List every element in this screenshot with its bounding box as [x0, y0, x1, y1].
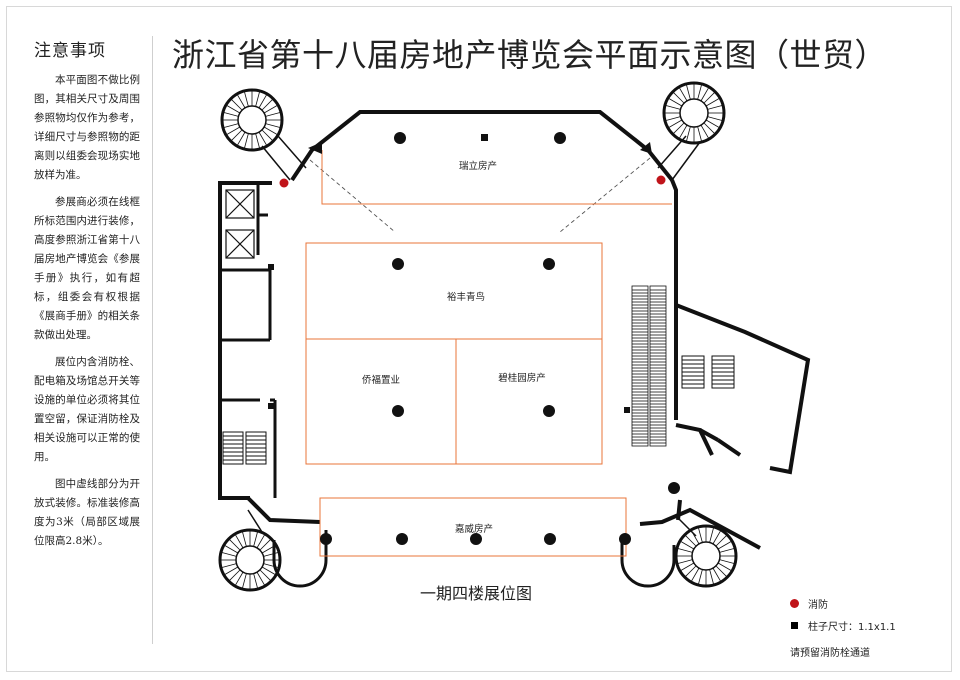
notes-paragraph-4: 图中虚线部分为开放式装修。标准装修高度为3米（局部区域展位限高2.8米）。: [34, 478, 140, 547]
notes-heading: 注意事项: [34, 41, 106, 61]
floor-label: 一期四楼展位图: [420, 584, 532, 603]
legend-note: 请预留消防栓通道: [790, 647, 870, 659]
notes-divider: [152, 36, 153, 644]
notes-paragraph-3: 展位内含消防栓、配电箱及场馆总开关等设施的单位必须将其位置空留，保证消防栓及相关…: [34, 356, 140, 463]
staircase-icon: [222, 355, 735, 465]
elevator-icon: [225, 189, 255, 259]
notes-panel: 注意事项 本平面图不做比例图，其相关尺寸及周围参照物均仅作为参考，详细尺寸与参照…: [34, 36, 140, 559]
ramp-corridors: [247, 135, 701, 537]
entrance-arches: [272, 530, 676, 588]
columns: [320, 132, 680, 545]
escalator-icon: [631, 285, 667, 447]
booth-label-biguiyuan: 碧桂园房产: [498, 372, 546, 384]
fire-hydrant-icon: [279, 175, 666, 188]
page-title: 浙江省第十八届房地产博览会平面示意图（世贸）: [172, 36, 888, 74]
booth-label-yufeng: 裕丰青鸟: [447, 291, 485, 303]
building-walls: [218, 110, 811, 550]
fire-hydrant-icon: [790, 598, 799, 608]
legend: 消防 柱子尺寸：1.1x1.1 请预留消防栓通道: [790, 592, 896, 662]
service-walls: [220, 183, 277, 498]
open-area-dashed-lines: [309, 157, 651, 233]
legend-column: 柱子尺寸：1.1x1.1: [790, 614, 896, 636]
legend-column-label: 柱子尺寸：1.1x1.1: [808, 621, 896, 633]
legend-fire-label: 消防: [808, 599, 828, 611]
booth-labels: 瑞立房产 裕丰青鸟 侨福置业 碧桂园房产 嘉威房产: [362, 160, 546, 535]
column-icon: [791, 621, 798, 629]
booth-label-qiaofu: 侨福置业: [362, 374, 400, 386]
booth-outlines: [305, 150, 672, 557]
page-frame: [6, 6, 952, 672]
booth-label-jiawei: 嘉威房产: [455, 523, 493, 535]
notes-paragraph-1: 本平面图不做比例图，其相关尺寸及周围参照物均仅作为参考，详细尺寸与参照物的距离则…: [34, 74, 140, 181]
booth-label-ruili: 瑞立房产: [459, 160, 497, 172]
column-icon: [268, 134, 652, 413]
notes-paragraph-2: 参展商必须在线框所标范围内进行装修，高度参照浙江省第十八届房地产博览会《参展手册…: [34, 196, 140, 341]
legend-fire: 消防: [790, 592, 896, 614]
